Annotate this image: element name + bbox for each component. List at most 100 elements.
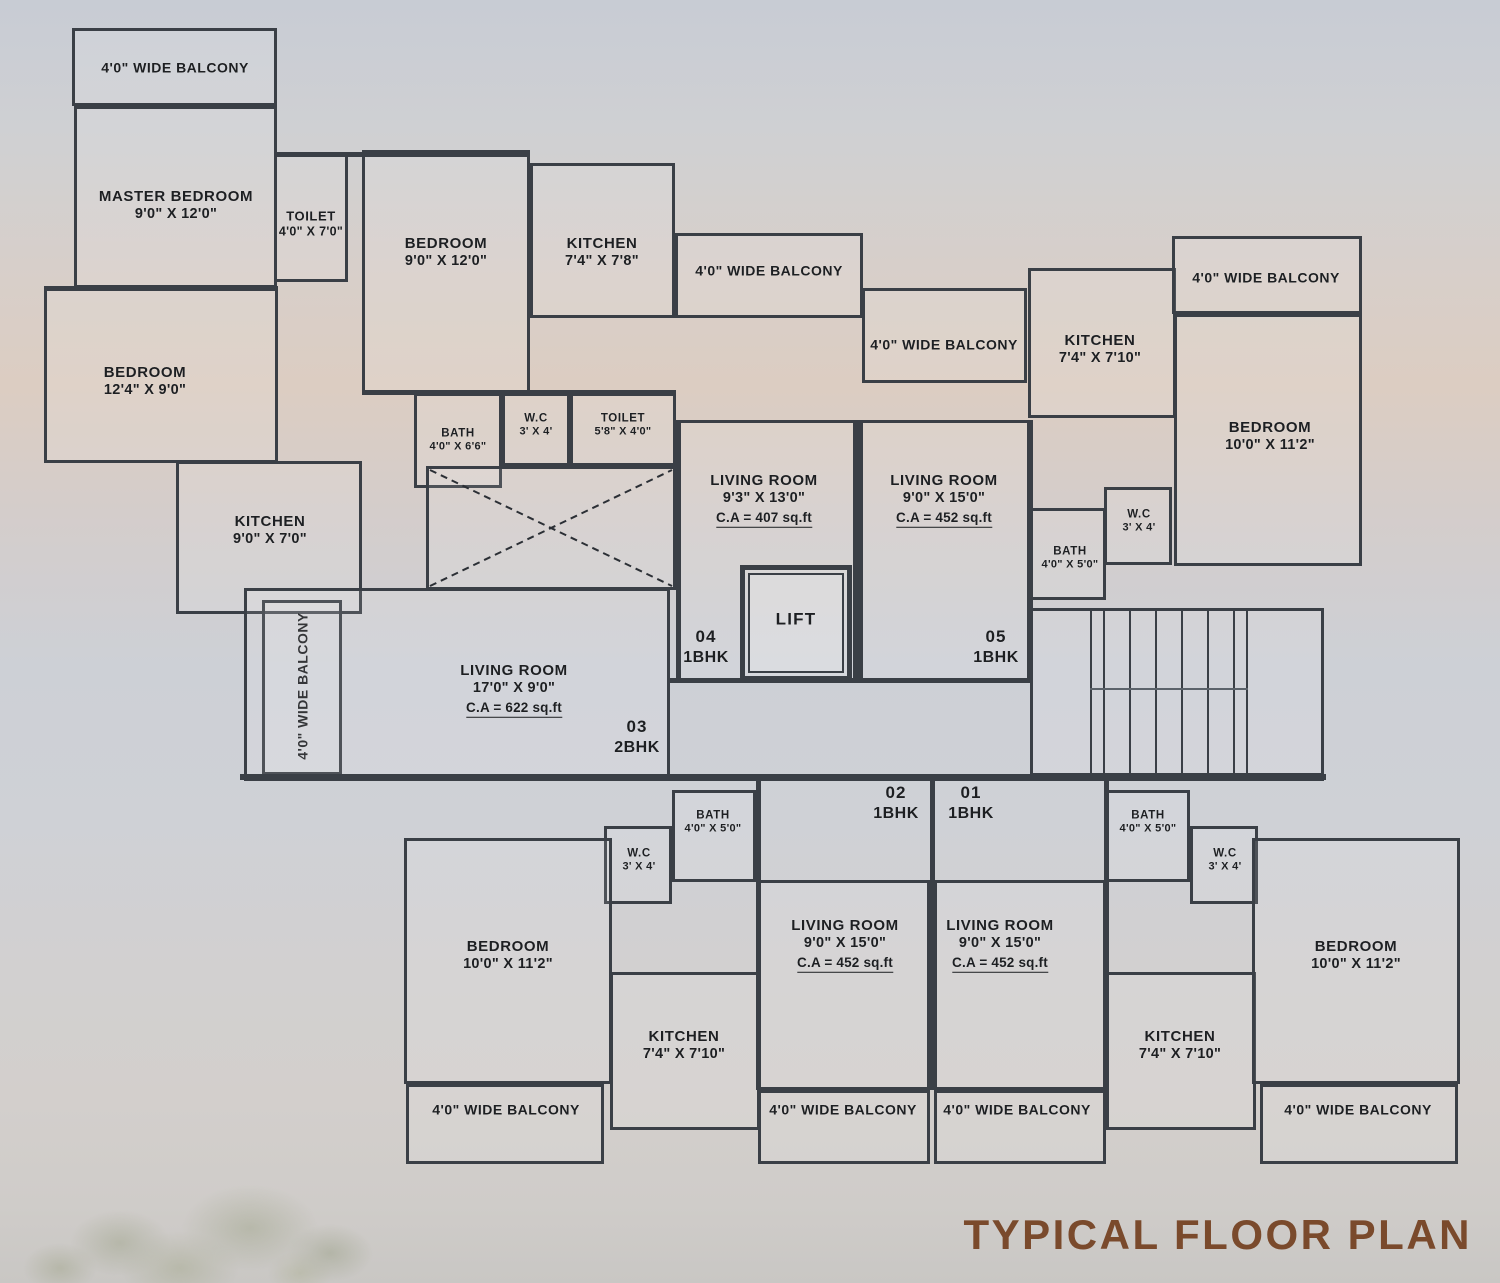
balcony-unit03-top-label: 4'0" WIDE BALCONY — [101, 59, 249, 76]
bath-unit01-label: BATH 4'0" X 5'0" — [1120, 808, 1177, 835]
unit-number: 02 — [885, 782, 907, 802]
wall-segment — [240, 774, 1326, 780]
living-room-unit05-label: LIVING ROOM 9'0" X 15'0" C.A = 452 sq.ft — [890, 471, 998, 529]
room-dimensions: 3' X 4' — [1208, 860, 1242, 873]
balcony-unit02-living-label: 4'0" WIDE BALCONY — [769, 1101, 917, 1118]
room-dimensions: 4'0" X 5'0" — [684, 822, 742, 835]
wc-unit04-label: W.C 3' X 4' — [519, 411, 552, 438]
room-dimensions: 10'0" X 11'2" — [463, 956, 553, 973]
stair-tread — [1155, 611, 1157, 773]
room-carpet-area: C.A = 622 sq.ft — [466, 700, 562, 719]
room-dimensions: 9'0" X 15'0" — [803, 935, 887, 952]
wall-segment — [1104, 778, 1109, 1090]
room-carpet-area: C.A = 452 sq.ft — [797, 955, 893, 974]
toilet-unit03-label: TOILET 4'0" X 7'0" — [279, 208, 343, 239]
unit-config: 1BHK — [683, 648, 729, 666]
room-name: MASTER BEDROOM — [98, 188, 254, 206]
bedroom-unit02 — [404, 838, 612, 1084]
balcony-unit04-label: 4'0" WIDE BALCONY — [695, 262, 843, 279]
stair-tread — [1246, 611, 1248, 773]
room-name: LIVING ROOM — [946, 916, 1054, 934]
room-dimensions: 5'8" X 4'0" — [594, 425, 652, 438]
balcony-unit05-top-label: 4'0" WIDE BALCONY — [1192, 269, 1340, 286]
balcony-unit02-living — [758, 1090, 930, 1164]
room-dimensions: 4'0" X 6'6" — [429, 440, 487, 453]
balcony-unit02-bedroom — [406, 1084, 604, 1164]
room-dimensions: 7'4" X 7'10" — [642, 1046, 726, 1063]
page-title: TYPICAL FLOOR PLAN — [963, 1211, 1472, 1258]
kitchen-unit04 — [530, 163, 675, 318]
kitchen-unit02 — [610, 972, 760, 1130]
kitchen-unit05 — [1028, 268, 1176, 418]
bath-unit02 — [672, 790, 756, 882]
wc-unit05 — [1104, 487, 1172, 565]
room-name: KITCHEN — [648, 1028, 720, 1046]
balcony-unit01-bedroom-label: 4'0" WIDE BALCONY — [1284, 1101, 1432, 1118]
stair-landing-line — [1090, 688, 1248, 690]
kitchen-unit02-label: KITCHEN 7'4" X 7'10" — [643, 1028, 725, 1064]
balcony-unit02-bedroom-label: 4'0" WIDE BALCONY — [432, 1101, 580, 1118]
room-dimensions: 7'4" X 7'8" — [565, 253, 639, 270]
room-name: LIVING ROOM — [460, 661, 568, 679]
unit-marker-01: 01 1BHK — [948, 783, 994, 823]
room-name: KITCHEN — [1064, 332, 1136, 350]
unit-marker-05: 05 1BHK — [973, 627, 1019, 667]
wall-segment — [1028, 420, 1033, 610]
room-dimensions: 7'4" X 7'10" — [1058, 350, 1142, 367]
unit-marker-02: 02 1BHK — [873, 783, 919, 823]
stair-tread — [1129, 611, 1131, 773]
bedroom-unit04-label: BEDROOM 9'0" X 12'0" — [405, 235, 488, 271]
unit-config: 1BHK — [973, 648, 1019, 666]
room-name: KITCHEN — [566, 235, 638, 253]
bath-unit01 — [1106, 790, 1190, 882]
wall-segment — [44, 286, 276, 291]
unit-marker-03: 03 2BHK — [614, 717, 660, 757]
master-bedroom-unit03-label: MASTER BEDROOM 9'0" X 12'0" — [99, 188, 253, 224]
room-name: W.C — [1213, 847, 1237, 860]
wall-segment — [756, 778, 761, 1090]
bath-unit04-label: BATH 4'0" X 6'6" — [430, 426, 487, 453]
lift-label: LIFT — [775, 609, 817, 629]
room-name: BEDROOM — [1314, 938, 1398, 956]
room-name: TOILET — [600, 412, 646, 425]
wc-unit01 — [1190, 826, 1258, 904]
room-name: BATH — [441, 427, 475, 440]
wc-unit02 — [604, 826, 672, 904]
stair-tread — [1207, 611, 1209, 773]
toilet-unit04-label: TOILET 5'8" X 4'0" — [595, 411, 652, 438]
bath-unit02-label: BATH 4'0" X 5'0" — [685, 808, 742, 835]
unit-config: 1BHK — [873, 804, 919, 822]
room-name: W.C — [1127, 508, 1151, 521]
living-room-unit02-label: LIVING ROOM 9'0" X 15'0" C.A = 452 sq.ft — [791, 917, 898, 974]
unit-marker-04: 04 1BHK — [683, 627, 729, 667]
bedroom2-unit03-label: BEDROOM 12'4" X 9'0" — [104, 364, 187, 400]
balcony-unit01-living-label: 4'0" WIDE BALCONY — [943, 1101, 1091, 1118]
bedroom-unit05-label: BEDROOM 10'0" X 11'2" — [1225, 419, 1315, 455]
bedroom2-unit03 — [44, 286, 278, 463]
room-dimensions: 10'0" X 11'2" — [1225, 437, 1315, 454]
duct-cross-hatch-icon — [429, 469, 673, 587]
wall-segment — [852, 678, 1032, 683]
room-dimensions: 3' X 4' — [1122, 521, 1156, 534]
balcony-unit03-top — [72, 28, 277, 106]
living-room-unit03 — [244, 588, 670, 778]
room-name: W.C — [627, 847, 651, 860]
room-carpet-area: C.A = 407 sq.ft — [716, 510, 812, 529]
unit-number: 03 — [626, 716, 648, 736]
room-name: BATH — [1053, 545, 1087, 558]
room-name: BEDROOM — [1228, 419, 1312, 437]
room-dimensions: 3' X 4' — [622, 860, 656, 873]
living-room-unit01-label: LIVING ROOM 9'0" X 15'0" C.A = 452 sq.ft — [946, 916, 1054, 974]
room-carpet-area: C.A = 452 sq.ft — [952, 955, 1048, 974]
kitchen-unit04-label: KITCHEN 7'4" X 7'8" — [565, 235, 639, 271]
room-name: LIVING ROOM — [890, 471, 998, 489]
wc-unit05-label: W.C 3' X 4' — [1122, 507, 1155, 534]
kitchen-unit01-label: KITCHEN 7'4" X 7'10" — [1139, 1028, 1221, 1064]
bedroom-unit01-label: BEDROOM 10'0" X 11'2" — [1311, 938, 1401, 974]
unit-number: 01 — [960, 782, 982, 802]
balcony-unit05-mid-label: 4'0" WIDE BALCONY — [870, 336, 1018, 353]
unit-config: 2BHK — [614, 738, 660, 756]
room-dimensions: 9'3" X 13'0" — [722, 490, 806, 507]
room-dimensions: 9'0" X 15'0" — [902, 490, 986, 507]
room-carpet-area: C.A = 452 sq.ft — [896, 510, 992, 529]
